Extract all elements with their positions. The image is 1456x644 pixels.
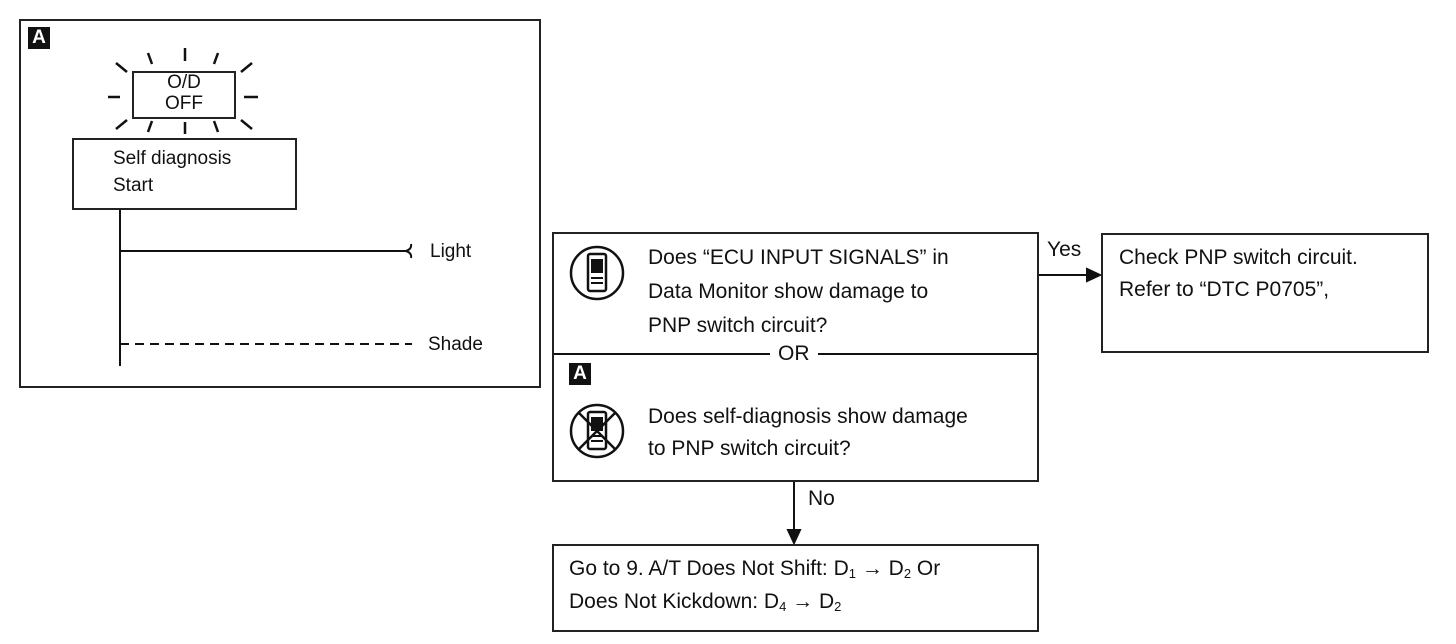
panel-a-tag: A (28, 27, 50, 49)
self-diagnosis-start-box (72, 138, 297, 210)
yes-result-line1: Check PNP switch circuit. (1119, 246, 1358, 269)
no-result-line1-suffix: Or (911, 557, 941, 580)
start-label-line2: Start (113, 175, 154, 196)
subscript: 1 (848, 566, 856, 581)
question1-line2: Data Monitor show damage to (648, 280, 929, 303)
lamp-label-od: O/D (167, 72, 201, 93)
question1-line3: PNP switch circuit? (648, 314, 828, 337)
yes-result-line2: Refer to “DTC P0705”, (1119, 278, 1330, 301)
no-result-line2-mid: → D (786, 590, 835, 613)
subscript: 2 (834, 599, 842, 614)
no-result-line1-mid: → D (855, 557, 904, 580)
no-label: No (808, 487, 835, 510)
no-result-line2-prefix: Does Not Kickdown: D (569, 590, 780, 613)
od-off-lamp (132, 71, 236, 119)
no-result-line2: Does Not Kickdown: D4 → D2 (569, 586, 841, 623)
subscript: 4 (779, 599, 787, 614)
consult-tester-icon (569, 245, 625, 301)
question1-line1: Does “ECU INPUT SIGNALS” in (648, 246, 949, 269)
question2-tag: A (569, 363, 591, 385)
lamp-rays (108, 48, 258, 134)
or-label: OR (770, 339, 818, 369)
question2-line1: Does self-diagnosis show damage (648, 405, 968, 428)
no-result-box (552, 544, 1039, 632)
yes-label: Yes (1047, 238, 1082, 261)
start-label-line1: Self diagnosis (113, 148, 232, 169)
lamp-label-off: OFF (165, 93, 203, 114)
no-tester-icon (569, 403, 625, 459)
question-box (552, 232, 1039, 482)
no-result-line1-prefix: Go to 9. A/T Does Not Shift: D (569, 557, 849, 580)
question2-line2: to PNP switch circuit? (648, 437, 851, 460)
subscript: 2 (903, 566, 912, 581)
no-result-line1: Go to 9. A/T Does Not Shift: D1 → D2 Or (569, 553, 940, 590)
light-label: Light (430, 241, 472, 262)
yes-result-box (1101, 233, 1429, 353)
shade-label: Shade (428, 334, 483, 355)
